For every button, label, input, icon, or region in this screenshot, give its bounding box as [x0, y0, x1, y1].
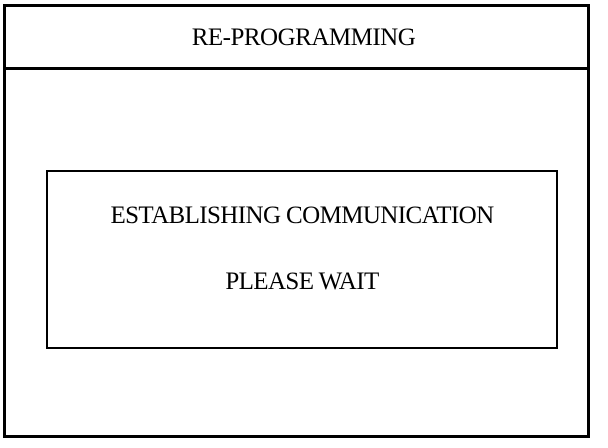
title-bar: RE-PROGRAMMING	[6, 7, 587, 70]
wait-message: PLEASE WAIT	[225, 268, 379, 295]
screen-title: RE-PROGRAMMING	[191, 24, 416, 51]
status-message: ESTABLISHING COMMUNICATION	[110, 202, 494, 229]
reprogramming-screen: RE-PROGRAMMING ESTABLISHING COMMUNICATIO…	[3, 4, 590, 438]
status-message-box: ESTABLISHING COMMUNICATION PLEASE WAIT	[46, 170, 558, 349]
